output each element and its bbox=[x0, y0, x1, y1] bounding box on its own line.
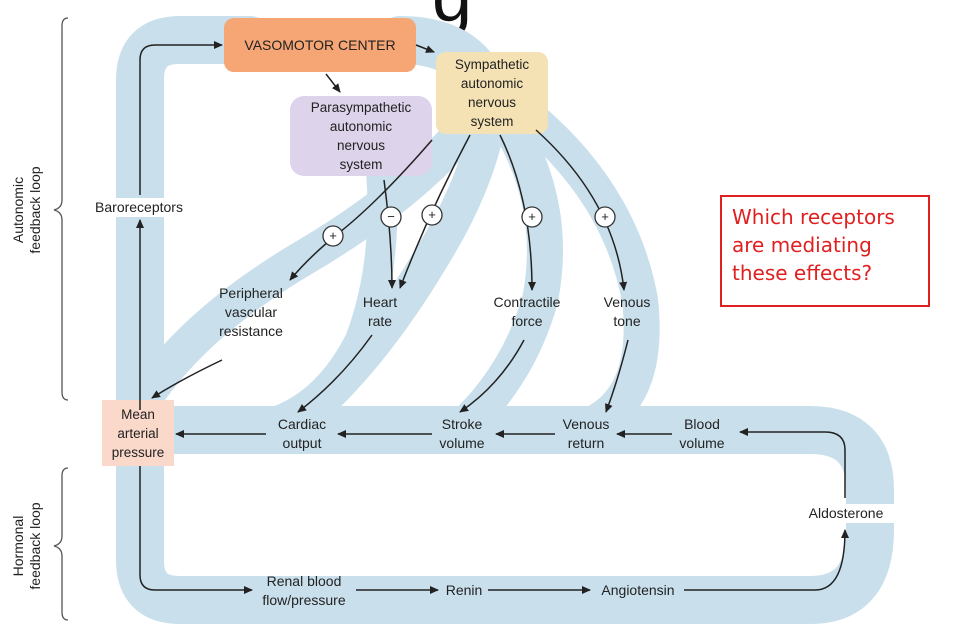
sign-heart-rate-symp: + bbox=[428, 207, 436, 222]
sign-contractile: + bbox=[528, 209, 536, 224]
arrow-para-to-hr bbox=[383, 179, 396, 289]
arrow-hr-to-co bbox=[297, 334, 373, 413]
sympathetic-box bbox=[436, 52, 548, 134]
arrow-vmc-to-symp bbox=[415, 44, 435, 53]
arrow-symp-to-venous-tone bbox=[535, 129, 628, 291]
vasomotor-center-label: VASOMOTOR CENTER bbox=[244, 36, 396, 53]
blood-volume-label: Blood volume bbox=[679, 416, 725, 451]
side-brackets bbox=[53, 17, 69, 621]
arrow-contractile-to-sv bbox=[459, 339, 525, 413]
arrow-vtone-to-vreturn bbox=[605, 339, 629, 413]
renal-blood-flow-label: Renal blood flow/pressure bbox=[262, 573, 346, 608]
sympathetic-label: Sympathetic autonomic nervous system bbox=[454, 57, 530, 129]
venous-return-label: Venous return bbox=[562, 416, 610, 451]
venous-tone-label: Venous tone bbox=[603, 294, 651, 329]
sign-venous: + bbox=[601, 209, 609, 224]
sign-circles bbox=[322, 204, 616, 247]
map-box bbox=[102, 400, 174, 466]
arrow-symp-to-contractile bbox=[499, 134, 536, 291]
sign-circle-hr-symp bbox=[421, 204, 443, 226]
arrow-baro-to-vmc bbox=[139, 41, 223, 195]
hormonal-feedback-loop-label: Hormonal feedback loop bbox=[10, 502, 43, 590]
stroke-volume-label: Stroke volume bbox=[439, 416, 485, 451]
cardiac-output-label: Cardiac output bbox=[277, 416, 327, 451]
contractile-force-label: Contractile force bbox=[493, 294, 561, 329]
mean-arterial-pressure-label: Mean arterial pressure bbox=[111, 406, 165, 460]
sign-pvr: + bbox=[329, 228, 337, 243]
sign-circle-hr-para bbox=[380, 206, 402, 228]
renin-label: Renin bbox=[445, 582, 483, 598]
baroreceptors-label: Baroreceptors bbox=[84, 198, 194, 217]
arrow-vmc-to-para bbox=[325, 73, 341, 93]
arrow-angio-to-aldo bbox=[684, 529, 849, 591]
sign-heart-rate-para: − bbox=[387, 209, 395, 224]
peripheral-vascular-resistance-label: Peripheral vascular resistance bbox=[219, 285, 283, 339]
sign-circle-venous bbox=[594, 206, 616, 228]
autonomic-feedback-loop-label: Autonomic feedback loop bbox=[10, 166, 43, 254]
arrow-map-to-renal bbox=[139, 466, 253, 594]
sign-circle-pvr bbox=[322, 225, 344, 247]
vasomotor-center-box bbox=[224, 18, 416, 72]
parasympathetic-box bbox=[290, 96, 432, 176]
heart-rate-label: Heart rate bbox=[362, 294, 398, 329]
aldosterone-label: Aldosterone bbox=[796, 504, 896, 523]
parasympathetic-label: Parasympathetic autonomic nervous system bbox=[310, 100, 412, 172]
arrow-pvr-to-map bbox=[151, 359, 223, 399]
arrow-aldo-to-bv bbox=[739, 428, 846, 498]
arrow-symp-to-pvr bbox=[289, 139, 433, 281]
angiotensin-label: Angiotensin bbox=[601, 582, 675, 598]
question-callout: Which receptors are mediating these effe… bbox=[720, 195, 930, 307]
sign-circle-contractile bbox=[521, 206, 543, 228]
